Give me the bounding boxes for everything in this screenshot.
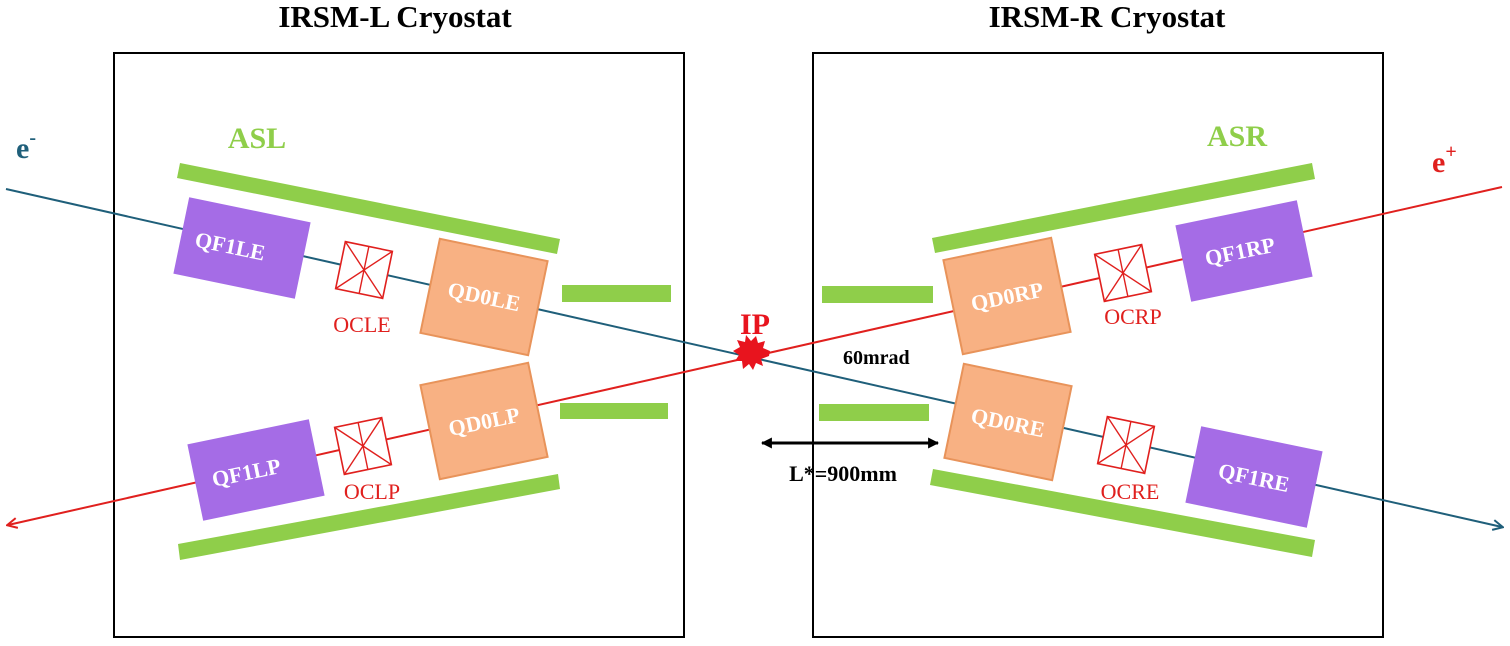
magnet-qf1rp: QF1RP (1175, 200, 1313, 302)
shield-label-asl: ASL (228, 122, 286, 155)
magnet-qf1lp: QF1LP (187, 419, 325, 521)
magnet-qd0lp: QD0LP (419, 361, 549, 481)
positron-beam-label: e+ (1432, 141, 1457, 179)
shield-bars-right (819, 163, 1315, 557)
corrector-label-oclp: OCLP (344, 479, 400, 504)
shield-label-asr: ASR (1207, 120, 1267, 153)
shield-bar-inner-upper-left (562, 285, 671, 302)
magnet-qf1re: QF1RE (1185, 426, 1323, 528)
lstar-label: L*=900mm (789, 461, 897, 486)
left-cryostat-box (113, 52, 685, 638)
shield-bar-upper-right (932, 163, 1315, 253)
shield-bar-inner-lower-left (560, 403, 668, 419)
electron-beam-label: e- (16, 127, 36, 165)
corrector-ocle-icon (334, 240, 394, 300)
magnet-qd0le: QD0LE (419, 237, 549, 357)
magnet-qf1le: QF1LE (173, 197, 311, 299)
magnet-qd0rp: QD0RP (942, 236, 1072, 356)
corrector-oclp-icon (333, 416, 393, 476)
magnet-qd0re: QD0RE (943, 362, 1073, 482)
shield-bar-upper-left (177, 163, 560, 254)
shield-bar-lower-right (930, 469, 1315, 557)
crossing-angle-label: 60mrad (843, 347, 910, 369)
corrector-ocre-icon (1096, 415, 1156, 475)
title-right-cryostat: IRSM-R Cryostat (989, 0, 1226, 34)
right-cryostat-box (812, 52, 1384, 638)
ip-label: IP (740, 308, 770, 341)
corrector-label-ocre: OCRE (1101, 479, 1160, 504)
shield-bar-lower-left (178, 474, 560, 560)
shield-bar-inner-upper-right (822, 286, 933, 303)
corrector-label-ocle: OCLE (333, 312, 390, 337)
corrector-ocrp-icon (1093, 243, 1153, 303)
ip-burst-icon (733, 335, 770, 370)
shield-bar-inner-lower-right (819, 404, 929, 421)
title-left-cryostat: IRSM-L Cryostat (278, 0, 512, 34)
corrector-label-ocrp: OCRP (1104, 304, 1161, 329)
shield-bars-left (177, 163, 671, 560)
